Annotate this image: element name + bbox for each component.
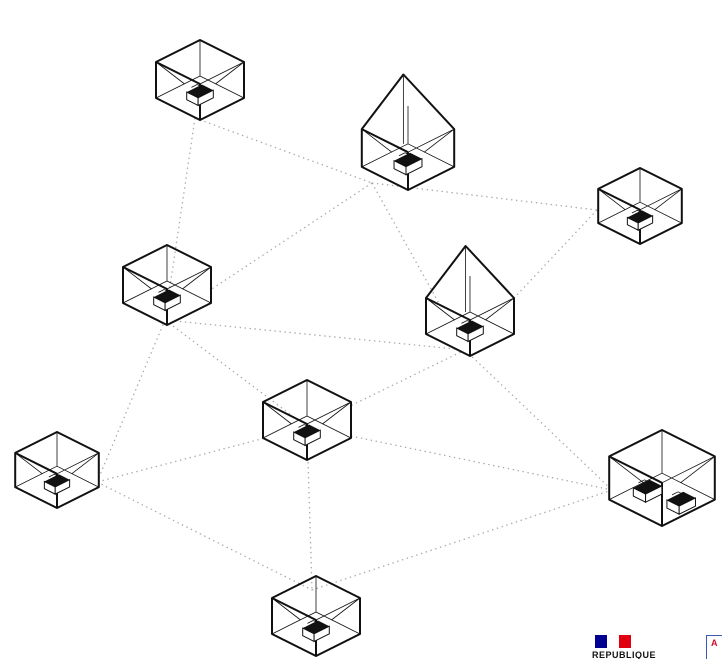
room-node-n9 [271, 575, 361, 657]
device-icon [666, 491, 696, 516]
room-node-n4 [122, 244, 212, 326]
edge-n2-n4 [164, 182, 373, 321]
device-icon [293, 424, 321, 447]
edge-n1-n4 [164, 117, 196, 321]
device-icon [186, 84, 214, 107]
republique-label: RÉPUBLIQUE [592, 651, 657, 659]
room-node-n7 [14, 431, 100, 509]
room-nodes [14, 39, 716, 657]
room-node-n3 [597, 167, 683, 245]
edge-n1-n2 [194, 117, 373, 184]
edge-n8-n9 [311, 489, 613, 591]
room-node-n6 [262, 379, 352, 461]
edge-n4-n5 [164, 319, 466, 351]
device-icon [393, 152, 423, 176]
flag-stripe-white [607, 635, 619, 648]
edge-n2-n5 [371, 182, 466, 351]
edge-n5-n8 [464, 349, 613, 491]
edge-n7-n9 [96, 481, 313, 591]
logo-badge-letter: A [711, 638, 718, 648]
connection-edges [96, 117, 613, 591]
logo-badge: A [706, 635, 722, 659]
room-node-n2 [360, 73, 456, 191]
edge-n4-n7 [96, 319, 166, 483]
device-icon [153, 289, 181, 312]
footer-branding: RÉPUBLIQUE A [592, 632, 722, 659]
device-icon [43, 473, 71, 495]
french-flag-icon [595, 635, 631, 648]
device-icon [626, 209, 654, 231]
flag-stripe-red [619, 635, 631, 648]
edge-n6-n9 [306, 426, 313, 591]
device-icon [632, 479, 663, 504]
device-icon [456, 320, 484, 343]
room-node-n5 [425, 245, 515, 357]
flag-stripe-blue [595, 635, 607, 648]
room-node-n1 [155, 39, 245, 121]
room-node-n8 [608, 429, 716, 527]
edge-n4-n6 [164, 319, 308, 428]
edge-n6-n8 [306, 426, 613, 491]
device-icon [302, 620, 330, 643]
